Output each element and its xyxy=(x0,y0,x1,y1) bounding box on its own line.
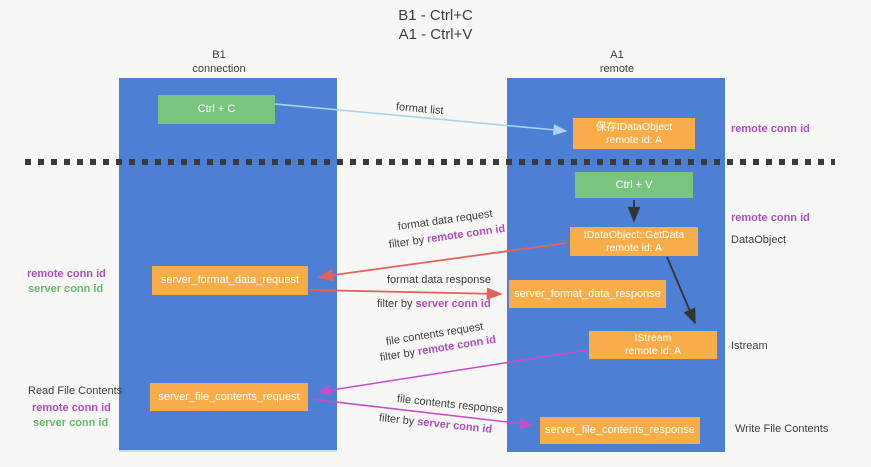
side-label-read-file-contents: Read File Contents xyxy=(28,385,123,397)
node-getdata-line2: remote id: A xyxy=(605,241,663,254)
filter-by-prefix: filter by xyxy=(388,234,425,251)
node-istream-line1: IStream xyxy=(634,332,672,344)
title-line-2: A1 - Ctrl+V xyxy=(398,26,473,43)
lifeline-header-b1: B1 connection xyxy=(149,48,289,76)
side-label-remote-conn-id-bottom-left: remote conn id xyxy=(32,402,111,414)
node-server-format-data-request: server_format_data_request xyxy=(152,266,308,295)
node-file-response-label: server_file_contents_response xyxy=(545,424,695,436)
side-label-istream: Istream xyxy=(731,340,768,352)
node-idataobject-getdata: IDataObject::GetData remote id: A xyxy=(570,227,698,256)
lifeline-a1-role: remote xyxy=(599,63,635,75)
side-label-remote-conn-id-mid-right: remote conn id xyxy=(731,212,810,224)
node-format-response-label: server_format_data_response xyxy=(514,287,661,300)
node-server-format-data-response: server_format_data_response xyxy=(509,280,666,308)
node-istream-line2: remote id: A xyxy=(624,345,682,357)
filter-by-prefix: filter by xyxy=(377,298,413,310)
node-file-request-label: server_file_contents_request xyxy=(158,390,300,403)
lifeline-b1-name: B1 xyxy=(212,49,226,61)
arrow-format-data-response xyxy=(309,287,503,301)
diagram-title: B1 - Ctrl+C A1 - Ctrl+V xyxy=(0,6,871,44)
node-ctrl-v-label: Ctrl + V xyxy=(615,178,653,191)
filter-by-prefix: filter by xyxy=(379,346,416,364)
node-saved-idataobject-line2: remote id: A xyxy=(605,133,663,146)
lifeline-b1-role: connection xyxy=(192,63,246,75)
side-label-server-conn-id-bottom-left: server conn id xyxy=(33,417,109,429)
node-server-file-contents-request: server_file_contents_request xyxy=(150,383,308,411)
node-ctrl-c-label: Ctrl + C xyxy=(197,103,236,115)
node-ctrl-v: Ctrl + V xyxy=(575,172,693,198)
edge-label-file-contents-response: file contents response xyxy=(396,393,505,417)
edge-label-format-data-response: format data response xyxy=(387,274,491,286)
side-label-dataobject: DataObject xyxy=(731,234,787,246)
side-label-server-conn-id-mid-left: server conn id xyxy=(28,283,104,295)
title-line-1: B1 - Ctrl+C xyxy=(398,7,473,24)
node-istream: IStream remote id: A xyxy=(589,331,717,359)
node-saved-idataobject: 保存IDataObject remote id: A xyxy=(573,118,695,149)
node-server-file-contents-response: server_file_contents_response xyxy=(540,417,700,444)
phase-divider-dashed-line xyxy=(25,159,835,165)
side-label-write-file-contents: Write File Contents xyxy=(735,423,829,435)
node-ctrl-c: Ctrl + C xyxy=(158,95,275,124)
side-label-remote-conn-id-top-right: remote conn id xyxy=(731,123,810,135)
lifeline-a1-name: A1 xyxy=(610,49,624,61)
filter-by-prefix: filter by xyxy=(378,412,415,428)
filter-server-conn-id: server conn id xyxy=(416,416,493,436)
edge-label-format-list: format list xyxy=(395,101,445,118)
node-format-request-label: server_format_data_request xyxy=(160,274,300,286)
node-saved-idataobject-line1: 保存IDataObject xyxy=(595,120,673,133)
filter-server-conn-id: server conn id xyxy=(415,298,491,310)
side-label-remote-conn-id-mid-left: remote conn id xyxy=(27,268,106,280)
node-getdata-line1: IDataObject::GetData xyxy=(583,228,685,241)
lifeline-header-a1: A1 remote xyxy=(547,48,687,76)
